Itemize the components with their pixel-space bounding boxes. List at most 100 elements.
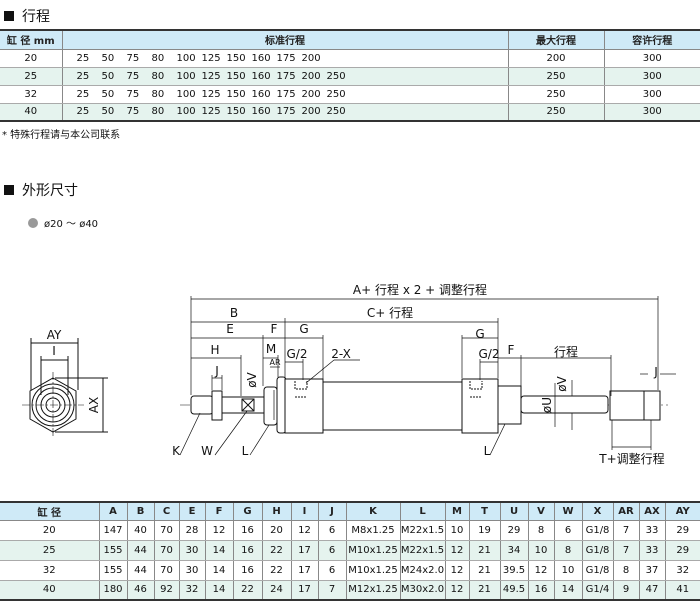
- label-stroke: 行程: [554, 344, 578, 359]
- bore-cell: 32: [0, 85, 62, 104]
- header-cell: J: [317, 502, 346, 521]
- stroke-value: 160: [251, 52, 271, 64]
- header-cell: 缸 径: [0, 502, 99, 521]
- label-G-half: G/2: [287, 347, 308, 361]
- table-cell: 16: [232, 560, 262, 581]
- header-allowed-stroke: 容许行程: [603, 30, 700, 50]
- stroke-value: 125: [201, 52, 221, 64]
- header-cell: E: [178, 502, 205, 521]
- label-A: A+ 行程 x 2 + 调整行程: [353, 282, 487, 297]
- table-cell: 14: [204, 560, 233, 581]
- table-cell: 44: [126, 560, 154, 581]
- square-bullet-icon: [4, 11, 14, 21]
- stroke-value: 100: [176, 106, 196, 118]
- table-cell: 6: [317, 540, 346, 561]
- table-cell: 12: [290, 520, 318, 541]
- table-cell: 70: [153, 560, 179, 581]
- label-M: M: [266, 342, 276, 356]
- header-cell: U: [499, 502, 528, 521]
- table-cell: 30: [178, 560, 205, 581]
- bore-cell: 20: [0, 49, 62, 68]
- table-cell: 147: [98, 520, 127, 541]
- label-F: F: [271, 322, 278, 336]
- table-cell: 70: [153, 540, 179, 561]
- max-stroke-cell: 250: [507, 85, 604, 104]
- table-cell: M8x1.25: [345, 520, 400, 541]
- table-cell: M22x1.5: [399, 540, 445, 561]
- table-cell: 20: [0, 520, 99, 541]
- dimension-lines: [179, 296, 676, 456]
- table-cell: 17: [290, 580, 318, 601]
- table-cell: 16: [232, 540, 262, 561]
- stroke-value: 175: [276, 88, 296, 100]
- header-cell: F: [204, 502, 233, 521]
- stroke-value: 250: [326, 70, 346, 82]
- table-cell: 6: [317, 520, 346, 541]
- table-cell: 7: [612, 520, 639, 541]
- table-cell: 14: [553, 580, 582, 601]
- header-cell: V: [527, 502, 554, 521]
- stroke-value: 75: [126, 52, 140, 64]
- table-cell: 14: [204, 580, 233, 601]
- header-standard-stroke: 标准行程: [61, 30, 508, 50]
- stroke-value: 80: [151, 106, 165, 118]
- max-stroke-cell: 200: [507, 49, 604, 68]
- table-cell: 7: [317, 580, 346, 601]
- header-cell: W: [553, 502, 582, 521]
- stroke-value: 75: [126, 88, 140, 100]
- label-L: L: [242, 444, 249, 458]
- header-cell: B: [126, 502, 154, 521]
- table-cell: 9: [612, 580, 639, 601]
- table-cell: 92: [153, 580, 179, 601]
- table-cell: 49.5: [499, 580, 528, 601]
- table-cell: 29: [664, 540, 700, 561]
- header-bore: 缸 径 mm: [0, 30, 62, 50]
- bore-cell: 25: [0, 67, 62, 86]
- table-cell: M12x1.25: [345, 580, 400, 601]
- stroke-value: 125: [201, 88, 221, 100]
- table-cell: 10: [553, 560, 582, 581]
- label-J: J: [214, 364, 219, 378]
- table-cell: 44: [126, 540, 154, 561]
- table-cell: 33: [638, 540, 665, 561]
- bore-range: ø20 ～ ø40: [28, 215, 98, 230]
- header-cell: L: [399, 502, 445, 521]
- label-U: øU: [540, 397, 554, 413]
- stroke-value: 125: [201, 70, 221, 82]
- stroke-value: 200: [301, 70, 321, 82]
- stroke-value: 100: [176, 70, 196, 82]
- table-cell: 12: [444, 540, 469, 561]
- header-cell: AY: [664, 502, 700, 521]
- table-cell: 12: [444, 580, 469, 601]
- header-cell: C: [153, 502, 179, 521]
- header-cell: AX: [638, 502, 665, 521]
- table-cell: 24: [261, 580, 291, 601]
- table-cell: 22: [261, 560, 291, 581]
- table-cell: 17: [290, 560, 318, 581]
- table-cell: 14: [204, 540, 233, 561]
- stroke-value: 150: [226, 70, 246, 82]
- label-H: H: [210, 343, 219, 357]
- header-cell: A: [98, 502, 127, 521]
- stroke-value: 25: [76, 88, 90, 100]
- label-AX: AX: [87, 397, 101, 413]
- stroke-section-title: 行程: [4, 6, 50, 26]
- table-cell: 10: [444, 520, 469, 541]
- table-cell: 39.5: [499, 560, 528, 581]
- section-title-text: 行程: [22, 9, 50, 25]
- table-cell: 41: [664, 580, 700, 601]
- table-cell: 155: [98, 560, 127, 581]
- table-cell: 16: [232, 520, 262, 541]
- table-cell: G1/8: [581, 520, 613, 541]
- table-cell: G1/8: [581, 560, 613, 581]
- stroke-value: 50: [101, 88, 115, 100]
- label-G-half-right: G/2: [479, 347, 500, 361]
- label-C: C+ 行程: [367, 305, 413, 320]
- stroke-value: 125: [201, 106, 221, 118]
- table-cell: 8: [527, 520, 554, 541]
- label-J-right: J: [653, 365, 658, 379]
